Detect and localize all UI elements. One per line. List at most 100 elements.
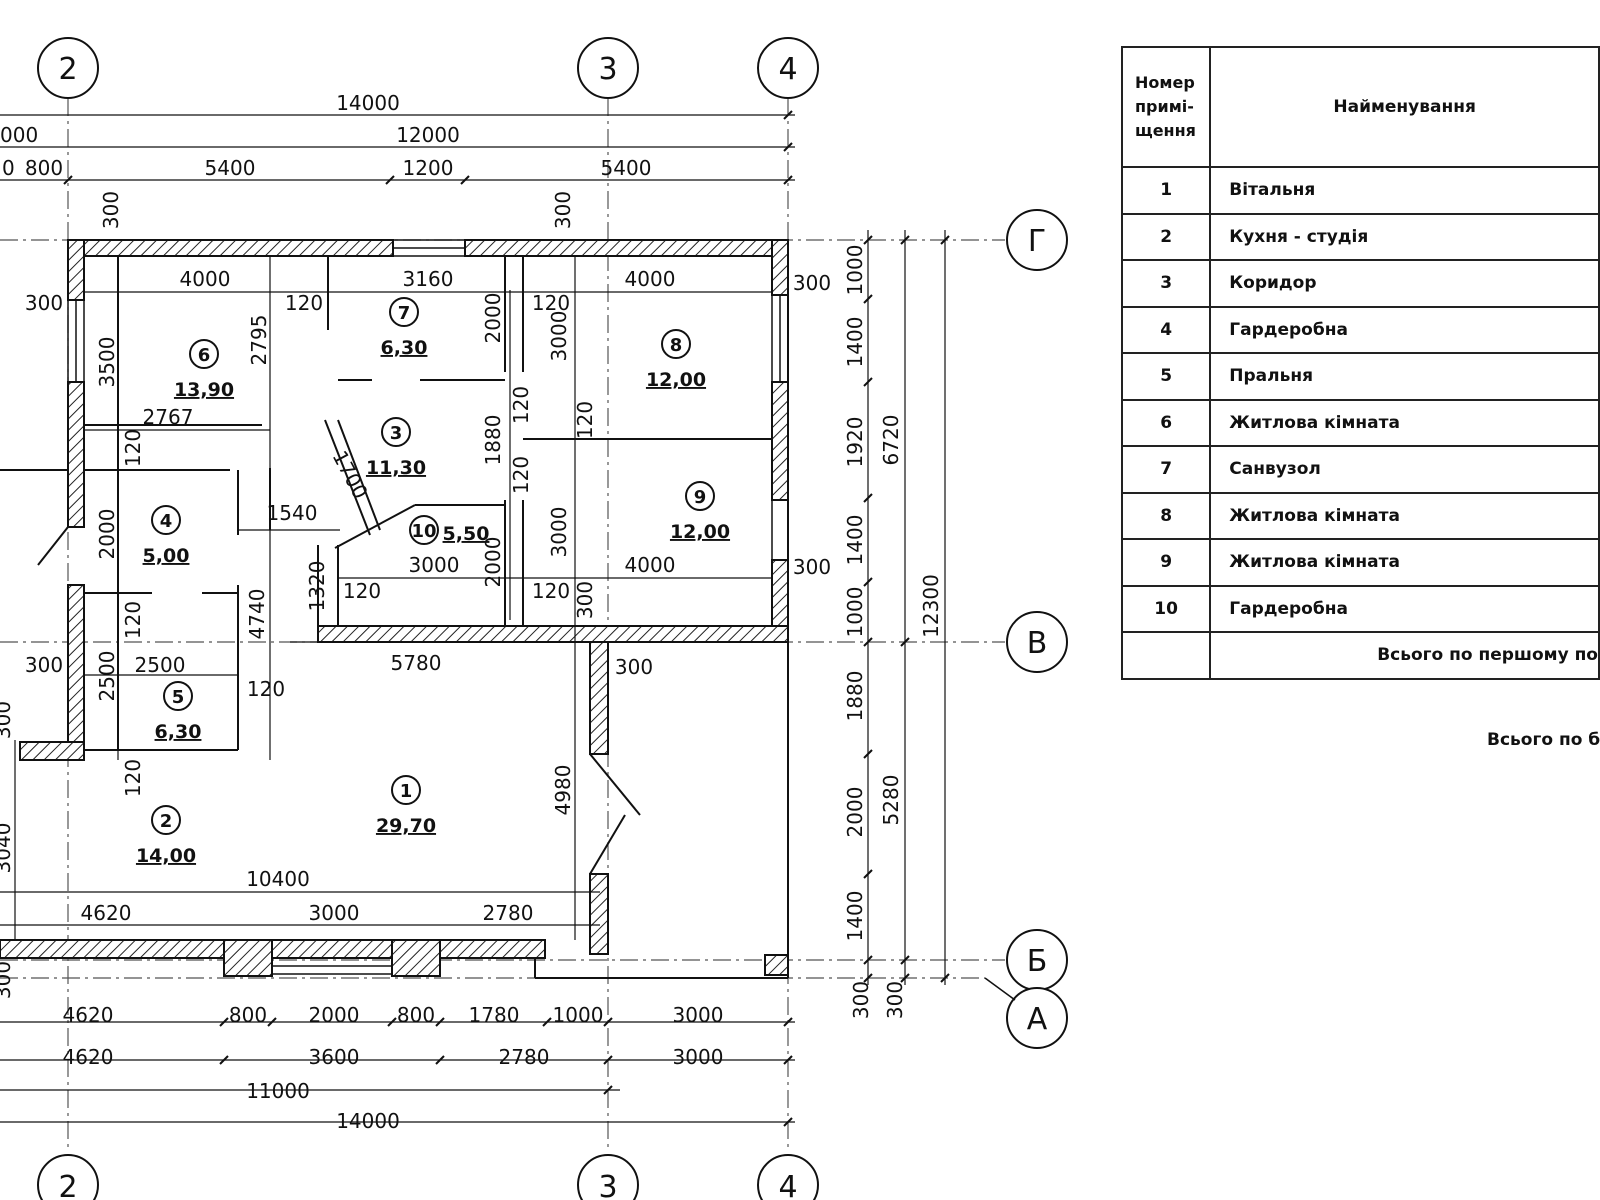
- dim-room10-depth: 2000: [481, 537, 505, 588]
- dim-bot-14000: 14000: [336, 1109, 400, 1133]
- axis-label-a: А: [1027, 1002, 1048, 1037]
- axis-label-2-top: 2: [58, 52, 77, 87]
- dim-right-2000: 2000: [843, 787, 867, 838]
- dim-4980: 4980: [551, 765, 575, 816]
- dim-bot-800a: 800: [229, 1003, 267, 1027]
- dim-room8-depth: 3000: [547, 311, 571, 362]
- dim-300-left-low: 300: [0, 701, 15, 739]
- schedule-row-number: 1: [1120, 166, 1212, 215]
- axis-a-leader: [984, 977, 1016, 1001]
- svg-text:29,70: 29,70: [376, 815, 436, 837]
- svg-text:10: 10: [411, 521, 436, 542]
- dim-300-col3: 300: [551, 191, 575, 229]
- dim-top-5400b: 5400: [601, 156, 652, 180]
- dim-right-1920: 1920: [843, 417, 867, 468]
- room-marker-9: 9 12,00: [670, 481, 730, 543]
- schedule-row-number: 2: [1120, 212, 1212, 261]
- dim-bot-11000: 11000: [246, 1079, 310, 1103]
- dim-right-1880: 1880: [843, 671, 867, 722]
- svg-text:12,00: 12,00: [646, 369, 706, 391]
- room-marker-2: 2 14,00: [136, 805, 196, 867]
- schedule-row-number: 10: [1120, 584, 1212, 633]
- svg-text:2: 2: [160, 811, 173, 832]
- dim-120-a: 120: [285, 291, 323, 315]
- schedule-header-number: Номер примі- щення: [1120, 46, 1212, 168]
- dim-room7-depth: 2000: [481, 293, 505, 344]
- dim-120-i: 120: [121, 601, 145, 639]
- schedule-row-name: Гардеробна: [1209, 305, 1600, 354]
- schedule-row-number: 3: [1120, 259, 1212, 308]
- dim-bot-4620b: 4620: [63, 1045, 114, 1069]
- schedule-header-name: Найменування: [1209, 46, 1600, 168]
- svg-text:9: 9: [694, 487, 707, 508]
- dim-right-12300: 12300: [919, 574, 943, 638]
- room-marker-5: 5 6,30: [155, 681, 202, 743]
- room-marker-6: 6 13,90: [174, 339, 234, 401]
- dim-bot-1780: 1780: [469, 1003, 520, 1027]
- schedule-header-row: Номер примі- щення Найменування: [1120, 46, 1600, 168]
- dim-room6-depth: 3500: [95, 337, 119, 388]
- dim-5780: 5780: [391, 651, 442, 675]
- dim-300-left-bottom: 300: [0, 961, 15, 999]
- dim-top-5400a: 5400: [205, 156, 256, 180]
- svg-text:6,30: 6,30: [155, 721, 202, 743]
- svg-text:13,90: 13,90: [174, 379, 234, 401]
- dim-room7-width: 3160: [403, 267, 454, 291]
- dim-120-g: 120: [343, 579, 381, 603]
- dim-room9-depth: 3000: [547, 507, 571, 558]
- dim-right-1400a: 1400: [843, 317, 867, 368]
- svg-text:8: 8: [670, 335, 683, 356]
- dim-2500-horizontal: 2500: [135, 653, 186, 677]
- dim-bot-4620a: 4620: [63, 1003, 114, 1027]
- dim-120-j: 120: [247, 677, 285, 701]
- schedule-row-name: Житлова кімната: [1209, 538, 1600, 587]
- room-marker-7: 7 6,30: [381, 297, 428, 359]
- svg-text:5,50: 5,50: [443, 523, 490, 545]
- dim-room9-width: 4000: [625, 553, 676, 577]
- svg-text:1: 1: [400, 781, 413, 802]
- schedule-row-number: 8: [1120, 491, 1212, 540]
- dim-4620-inner: 4620: [81, 901, 132, 925]
- axis-label-3-top: 3: [598, 52, 617, 87]
- axis-label-4-top: 4: [778, 52, 797, 87]
- room-marker-1: 1 29,70: [376, 775, 436, 837]
- dim-top-1200: 1200: [403, 156, 454, 180]
- room-marker-8: 8 12,00: [646, 329, 706, 391]
- exterior-walls: [0, 239, 789, 977]
- dim-300-entry: 300: [615, 655, 653, 679]
- dimension-ticks: [63, 110, 950, 1127]
- schedule-row-name: Житлова кімната: [1209, 398, 1600, 447]
- schedule-row-name: Житлова кімната: [1209, 491, 1600, 540]
- svg-text:12,00: 12,00: [670, 521, 730, 543]
- dim-top-row2: 12000: [396, 123, 460, 147]
- axis-bubbles: [37, 37, 1068, 1200]
- dim-2795: 2795: [247, 315, 271, 366]
- svg-text:7: 7: [398, 303, 411, 324]
- svg-text:6,30: 6,30: [381, 337, 428, 359]
- svg-text:5: 5: [172, 687, 185, 708]
- dim-300-right-mid: 300: [793, 555, 831, 579]
- dim-bot-2000: 2000: [309, 1003, 360, 1027]
- dim-120-b: 120: [532, 291, 570, 315]
- dim-right-1000b: 1000: [843, 587, 867, 638]
- schedule-row-number: 9: [1120, 538, 1212, 587]
- svg-text:4: 4: [160, 511, 173, 532]
- svg-text:6: 6: [198, 345, 211, 366]
- dim-room8-width: 4000: [625, 267, 676, 291]
- schedule-total-first-floor: Всього по першому по: [1209, 631, 1600, 680]
- schedule-row-name: Вітальня: [1209, 166, 1600, 215]
- schedule-row-number: 5: [1120, 352, 1212, 401]
- schedule-total-row: Всього по першому по: [1120, 631, 1600, 680]
- schedule-row-name: Кухня - студія: [1209, 212, 1600, 261]
- dim-bot-1000: 1000: [553, 1003, 604, 1027]
- axis-label-g: Г: [1028, 224, 1046, 259]
- axis-label-3-bottom: 3: [598, 1170, 617, 1200]
- svg-text:3: 3: [390, 423, 403, 444]
- room-marker-10: 10 5,50: [409, 515, 490, 545]
- header-num-line-3: щення: [1135, 121, 1196, 140]
